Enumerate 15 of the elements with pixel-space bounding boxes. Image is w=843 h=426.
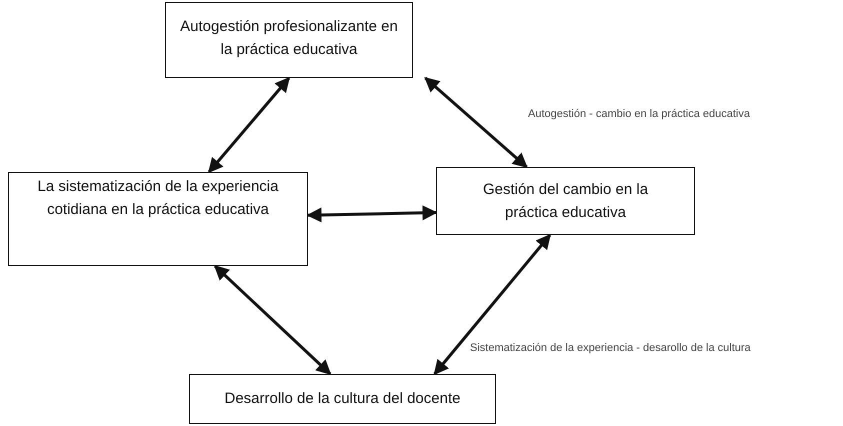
double-arrow xyxy=(214,264,332,376)
concept-text: La sistematización de la experiencia cotidiana en la práctica educativa xyxy=(36,177,280,220)
concept-text: Desarrollo de la cultura del docente xyxy=(224,389,460,409)
concept-box xyxy=(165,2,413,78)
concept-box xyxy=(189,374,496,424)
double-arrow xyxy=(208,76,290,174)
double-arrow xyxy=(433,234,552,376)
relation-note: Sistematización de la experiencia - desarollo de la cultura xyxy=(470,342,751,354)
double-arrow xyxy=(424,76,528,168)
relation-note: Autogestión - cambio en la práctica educativa xyxy=(528,108,750,120)
concept-text: Autogestión profesionalizante en la práctica educativa xyxy=(179,17,399,60)
concept-box xyxy=(436,167,695,235)
concept-text: Gestión del cambio en la práctica educativa xyxy=(482,180,650,223)
concept-box xyxy=(8,172,308,266)
double-arrow xyxy=(306,205,438,222)
